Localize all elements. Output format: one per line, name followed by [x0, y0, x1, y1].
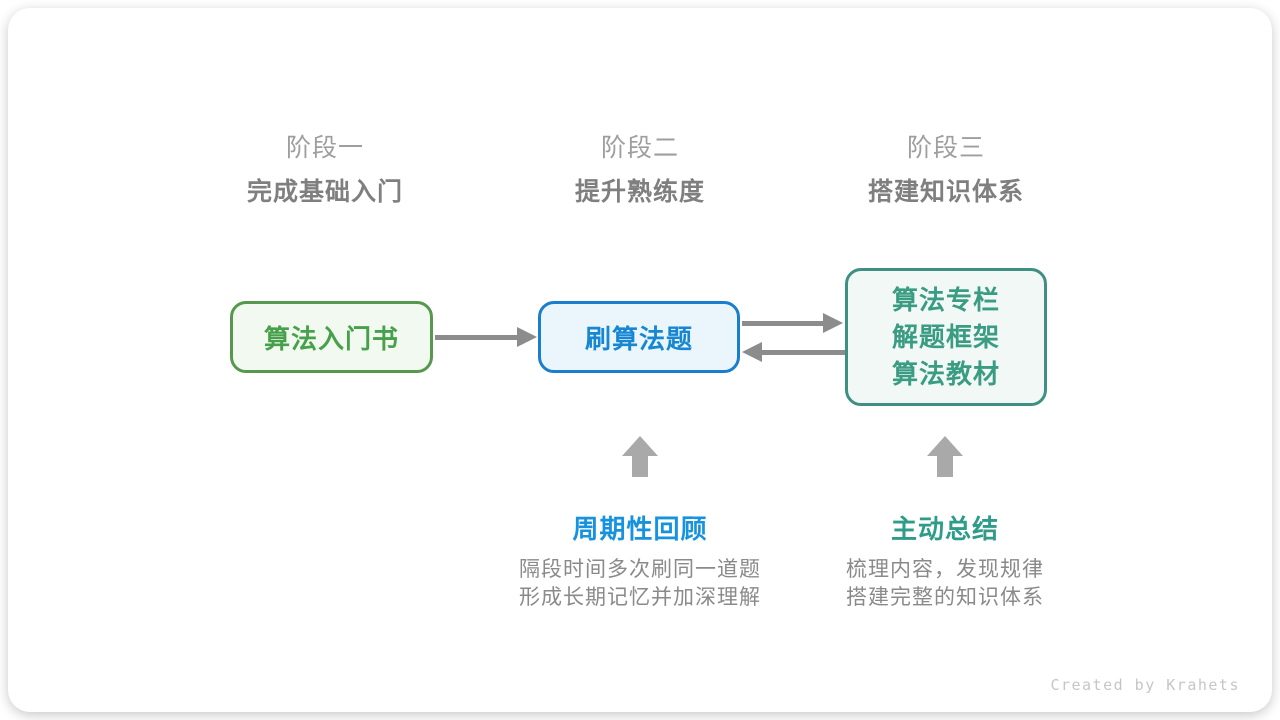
up-arrow-review-head — [622, 436, 658, 456]
up-arrow-review-stem — [632, 456, 648, 477]
node-knowledge-line-1: 算法专栏 — [891, 284, 1000, 315]
arrow-box2-to-box3-line — [742, 321, 825, 326]
arrow-box1-to-box2-line — [435, 335, 519, 340]
review-description: 隔段时间多次刷同一道题 形成长期记忆并加深理解 — [519, 556, 761, 612]
node-knowledge-line-2: 解题框架 — [891, 321, 1000, 352]
stage1-title: 阶段一 — [285, 134, 365, 162]
review-description-line-2: 形成长期记忆并加深理解 — [519, 586, 761, 609]
summary-label: 主动总结 — [890, 514, 1000, 544]
node-knowledge-sources: 算法专栏 解题框架 算法教材 — [845, 268, 1047, 406]
arrow-box3-to-box2 — [742, 342, 845, 362]
node-knowledge-line-3: 算法教材 — [891, 358, 1000, 389]
up-arrow-summary-icon — [927, 436, 963, 477]
stage3-subtitle: 搭建知识体系 — [867, 178, 1025, 206]
arrow-box3-to-box2-head — [742, 342, 762, 362]
up-arrow-summary-stem — [937, 456, 953, 477]
stage2-subtitle: 提升熟练度 — [574, 178, 706, 206]
summary-description: 梳理内容，发现规律 搭建完整的知识体系 — [846, 556, 1044, 612]
arrow-box1-to-box2 — [435, 327, 537, 347]
stage1-subtitle: 完成基础入门 — [246, 178, 404, 206]
arrow-box1-to-box2-head — [517, 327, 537, 347]
review-label: 周期性回顾 — [572, 514, 708, 544]
node-practice-problems: 刷算法题 — [538, 301, 740, 373]
node-intro-book-label: 算法入门书 — [263, 323, 399, 354]
summary-description-line-2: 搭建完整的知识体系 — [846, 586, 1044, 609]
up-arrow-summary-head — [927, 436, 963, 456]
review-description-line-1: 隔段时间多次刷同一道题 — [519, 558, 761, 581]
stage3-title: 阶段三 — [906, 134, 986, 162]
arrow-box2-to-box3 — [742, 313, 843, 333]
summary-description-line-1: 梳理内容，发现规律 — [846, 558, 1044, 581]
watermark-credit: Created by Krahets — [1050, 676, 1240, 694]
node-practice-problems-label: 刷算法题 — [584, 323, 693, 354]
up-arrow-review-icon — [622, 436, 658, 477]
arrow-box3-to-box2-line — [760, 350, 845, 355]
node-intro-book: 算法入门书 — [230, 301, 433, 373]
arrow-box2-to-box3-head — [823, 313, 843, 333]
stage2-title: 阶段二 — [600, 134, 680, 162]
